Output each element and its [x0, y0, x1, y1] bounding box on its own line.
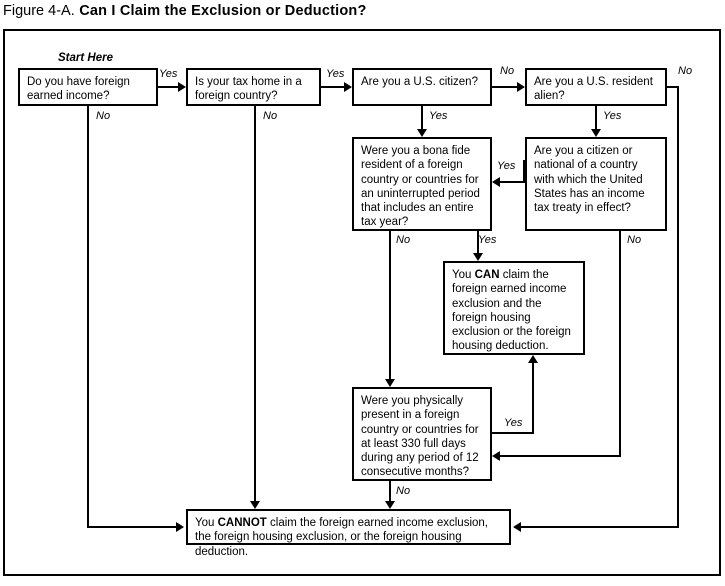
- can-emphasis: CAN: [474, 269, 500, 281]
- edge-label-q1-yes: Yes: [159, 68, 178, 80]
- edge-q7-yes-vline: [532, 363, 534, 434]
- edge-q2-yes-arrow: [344, 82, 352, 92]
- node-foreign-earned-income[interactable]: Do you have foreign earned income?: [18, 68, 158, 106]
- can-suffix: claim the foreign earned income exclusio…: [452, 269, 571, 353]
- edge-label-q4-no: No: [678, 65, 693, 77]
- edge-q4-no-hline-top: [667, 86, 679, 88]
- edge-label-q3-no: No: [500, 65, 515, 77]
- edge-q4-yes-arrow: [591, 129, 601, 137]
- edge-q4-no-vline: [677, 86, 679, 526]
- edge-q7-yes-hline: [492, 432, 534, 434]
- chart-border: [3, 29, 721, 576]
- edge-q3-yes-vline: [421, 106, 423, 129]
- edge-q6-no-arrow: [492, 451, 500, 461]
- figure-title-bar: Figure 4-A. Can I Claim the Exclusion or…: [3, 2, 703, 24]
- edge-q1-no-hline: [87, 526, 176, 528]
- node-bona-fide-residence[interactable]: Were you a bona fide resident of a forei…: [352, 137, 492, 231]
- edge-q2-no-vline: [254, 106, 256, 501]
- edge-label-q7-no: No: [396, 485, 411, 497]
- edge-label-q6-no: No: [627, 234, 642, 246]
- edge-label-q2-yes: Yes: [326, 68, 345, 80]
- figure-label: Figure 4-A.: [3, 3, 75, 19]
- edge-label-q5-yes: Yes: [478, 234, 497, 246]
- node-us-resident-alien[interactable]: Are you a U.S. resident alien?: [525, 68, 667, 106]
- edge-label-q7-yes: Yes: [504, 417, 523, 429]
- node-tax-home[interactable]: Is your tax home in a foreign country?: [186, 68, 321, 106]
- cannot-suffix: claim the foreign earned income exclusio…: [195, 517, 488, 558]
- edge-q2-no-arrow: [250, 501, 260, 509]
- edge-label-q5-no: No: [396, 234, 411, 246]
- edge-q3-no-arrow: [517, 82, 525, 92]
- node-us-citizen[interactable]: Are you a U.S. citizen?: [352, 68, 492, 106]
- edge-q6-no-vline: [619, 231, 621, 457]
- node-result-cannot-claim[interactable]: You CANNOT claim the foreign earned inco…: [186, 509, 511, 558]
- edge-label-q6-yes: Yes: [497, 160, 516, 172]
- edge-q4-yes-vline: [595, 106, 597, 129]
- edge-q4-no-arrow: [513, 522, 521, 532]
- edge-q5-yes-arrow: [473, 253, 483, 261]
- node-tax-treaty[interactable]: Are you a citizen or national of a count…: [525, 137, 667, 231]
- can-prefix: You: [452, 269, 475, 281]
- edge-q6-yes-hline: [500, 181, 525, 183]
- cannot-emphasis: CANNOT: [217, 517, 267, 529]
- edge-q7-no-vline: [389, 481, 391, 501]
- edge-q5-yes-vline: [477, 231, 479, 253]
- edge-label-q1-no: No: [96, 110, 111, 122]
- edge-q6-yes-vline: [523, 160, 525, 183]
- edge-label-q4-yes: Yes: [603, 110, 622, 122]
- edge-q3-no-line: [492, 86, 517, 88]
- edge-q1-no-arrow: [176, 522, 184, 532]
- page-title: Can I Claim the Exclusion or Deduction?: [79, 3, 367, 19]
- edge-q4-no-hline-bottom: [521, 526, 679, 528]
- edge-q5-no-arrow: [385, 379, 395, 387]
- edge-q5-no-vline: [389, 231, 391, 379]
- edge-label-q2-no: No: [263, 110, 278, 122]
- node-physical-presence[interactable]: Were you physically present in a foreign…: [352, 387, 492, 481]
- cannot-prefix: You: [195, 517, 218, 529]
- edge-q1-yes-arrow: [178, 82, 186, 92]
- start-here-label: Start Here: [58, 52, 113, 64]
- edge-q2-yes-line: [321, 86, 344, 88]
- edge-q1-no-vline: [87, 106, 89, 528]
- edge-q7-no-arrow: [385, 501, 395, 509]
- edge-q7-yes-arrow: [528, 355, 538, 363]
- edge-label-q3-yes: Yes: [429, 110, 448, 122]
- edge-q3-yes-arrow: [417, 129, 427, 137]
- edge-q6-no-hline: [500, 455, 621, 457]
- edge-q6-yes-arrow: [492, 177, 500, 187]
- node-result-can-claim[interactable]: You CAN claim the foreign earned income …: [443, 261, 585, 355]
- edge-q1-yes-line: [158, 86, 178, 88]
